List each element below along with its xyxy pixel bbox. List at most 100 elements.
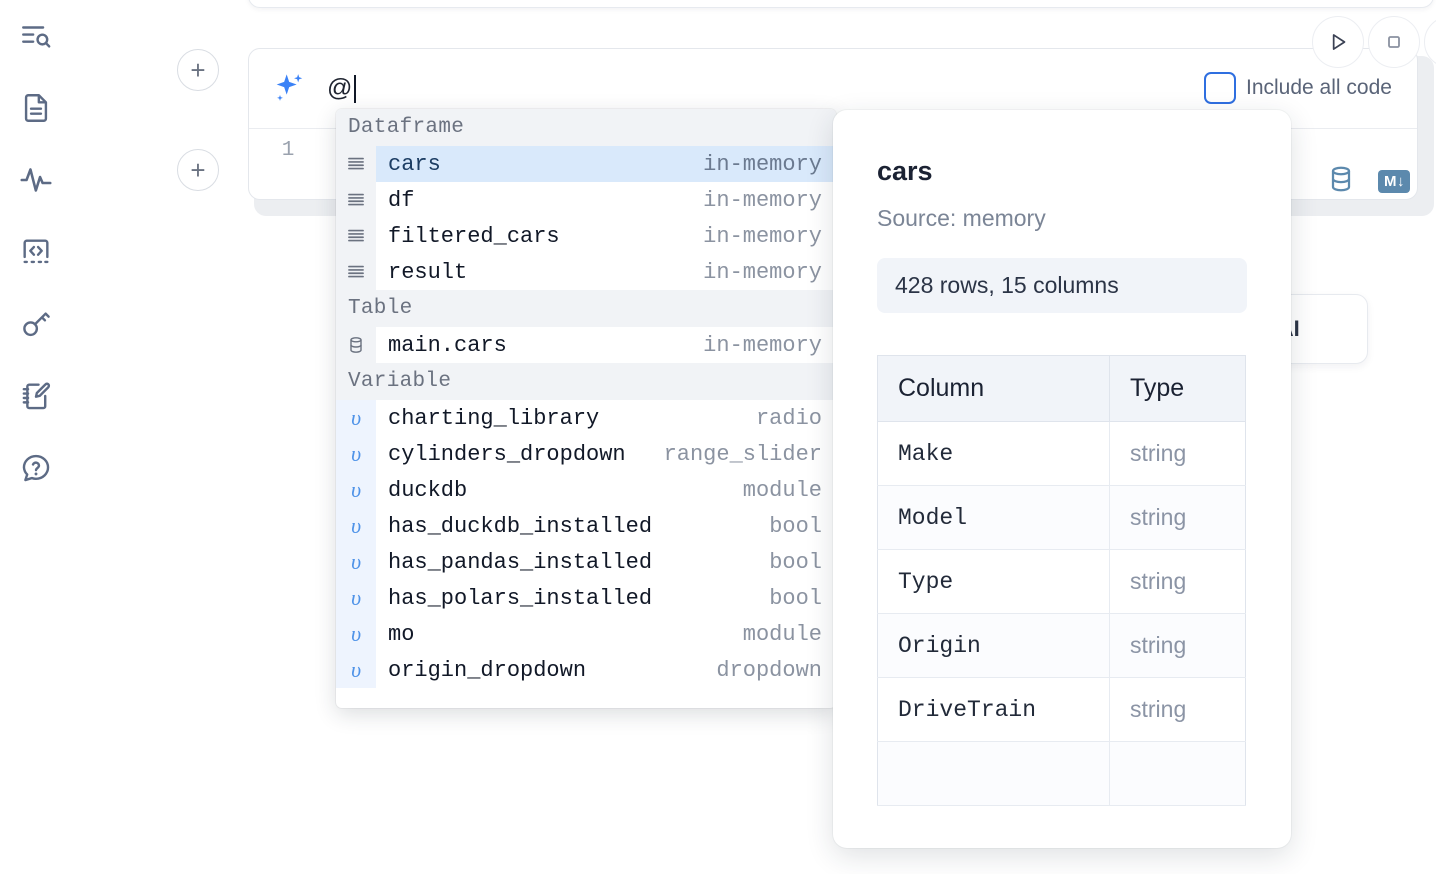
menu-item-type: module [742, 621, 822, 647]
key-icon[interactable] [12, 300, 60, 348]
menu-item[interactable]: υ charting_library radio [336, 400, 836, 436]
menu-item-name: result [388, 259, 468, 285]
menu-item[interactable]: υ cylinders_dropdown range_slider [336, 436, 836, 472]
download-arrow-glyph: ↓ [1397, 173, 1405, 190]
menu-item-name: cylinders_dropdown [388, 441, 626, 467]
schema-column-type: string [1109, 549, 1246, 614]
line-number: 1 [281, 139, 295, 162]
dataframe-preview-panel: cars Source: memory 428 rows, 15 columns… [833, 110, 1291, 848]
menu-item-name: charting_library [388, 405, 600, 431]
variable-icon: υ [336, 544, 376, 580]
previous-cell-stub [248, 0, 1434, 8]
menu-item-type: range_slider [663, 441, 822, 467]
menu-section-header: Dataframe [336, 109, 836, 146]
include-all-code-control[interactable]: Include all code [1204, 72, 1392, 104]
dataframe-icon [336, 218, 376, 254]
schema-column-type: string [1109, 677, 1246, 742]
preview-title: cars [877, 156, 933, 186]
column-header-column: Column [877, 355, 1110, 422]
menu-item-name: duckdb [388, 477, 468, 503]
menu-item-type: dropdown [716, 657, 822, 683]
variable-icon: υ [336, 400, 376, 436]
preview-source: Source: memory [877, 205, 1046, 231]
ai-prompt-value: @ [327, 74, 353, 102]
plus-glyph: + [190, 55, 206, 85]
help-question-icon[interactable] [12, 444, 60, 492]
schema-column-type: string [1109, 485, 1246, 550]
table-row-partial [877, 741, 1246, 806]
cell-footer-icons: M ↓ [1326, 164, 1410, 199]
dataframe-icon [336, 182, 376, 218]
menu-item-type: in-memory [703, 223, 822, 249]
variable-icon: υ [336, 436, 376, 472]
ai-sparkle-icon [249, 69, 327, 109]
markdown-badge-label: M [1384, 173, 1397, 190]
activity-pulse-icon[interactable] [12, 156, 60, 204]
run-button[interactable] [1312, 16, 1364, 68]
menu-item-type: in-memory [703, 259, 822, 285]
menu-item-type: bool [769, 549, 822, 575]
schema-column-name: Model [877, 485, 1110, 550]
schema-column-name: Type [877, 549, 1110, 614]
include-all-code-checkbox[interactable] [1204, 72, 1236, 104]
menu-item[interactable]: filtered_cars in-memory [336, 218, 836, 254]
menu-item-name: filtered_cars [388, 223, 560, 249]
ai-prompt-input[interactable]: @ [327, 49, 1417, 128]
menu-item-name: df [388, 187, 415, 213]
menu-item[interactable]: result in-memory [336, 254, 836, 290]
document-icon[interactable] [12, 84, 60, 132]
dataframe-icon [336, 254, 376, 290]
code-brackets-icon[interactable] [12, 228, 60, 276]
menu-item-type: in-memory [703, 187, 822, 213]
add-cell-below-button[interactable]: + [177, 149, 219, 191]
variable-icon: υ [336, 652, 376, 688]
preview-stats: 428 rows, 15 columns [877, 258, 1247, 313]
schema-column-name-partial [877, 741, 1110, 806]
menu-item-type: bool [769, 585, 822, 611]
menu-item-name: has_duckdb_installed [388, 513, 653, 539]
menu-item-name: mo [388, 621, 415, 647]
markdown-badge[interactable]: M ↓ [1378, 170, 1410, 193]
include-all-code-label: Include all code [1246, 76, 1392, 99]
stop-button[interactable] [1368, 16, 1420, 68]
dataframe-icon [336, 146, 376, 182]
schema-column-name: Origin [877, 613, 1110, 678]
database-icon[interactable] [1326, 164, 1356, 199]
add-cell-above-button[interactable]: + [177, 49, 219, 91]
table-database-icon [336, 327, 376, 363]
variable-icon: υ [336, 472, 376, 508]
menu-item[interactable]: υ has_duckdb_installed bool [336, 508, 836, 544]
code-editor-row: 1 [249, 129, 1417, 199]
schema-column-type: string [1109, 613, 1246, 678]
explorer-search-icon[interactable] [12, 12, 60, 60]
menu-item[interactable]: cars in-memory [336, 146, 836, 182]
variable-icon: υ [336, 508, 376, 544]
text-caret [353, 74, 356, 103]
menu-item-type: bool [769, 513, 822, 539]
schema-column-type: string [1109, 421, 1246, 486]
menu-item[interactable]: υ origin_dropdown dropdown [336, 652, 836, 688]
menu-item-name: cars [388, 151, 441, 177]
menu-item[interactable]: df in-memory [336, 182, 836, 218]
menu-item-type: in-memory [703, 151, 822, 177]
schema-column-type-partial [1109, 741, 1246, 806]
left-icon-rail [0, 0, 72, 874]
column-header-type: Type [1109, 355, 1246, 422]
variable-icon: υ [336, 580, 376, 616]
menu-item-type: radio [755, 405, 822, 431]
menu-item-name: has_pandas_installed [388, 549, 653, 575]
notepad-edit-icon[interactable] [12, 372, 60, 420]
menu-section-header: Variable [336, 363, 836, 400]
menu-item-name: origin_dropdown [388, 657, 587, 683]
menu-item[interactable]: υ has_pandas_installed bool [336, 544, 836, 580]
